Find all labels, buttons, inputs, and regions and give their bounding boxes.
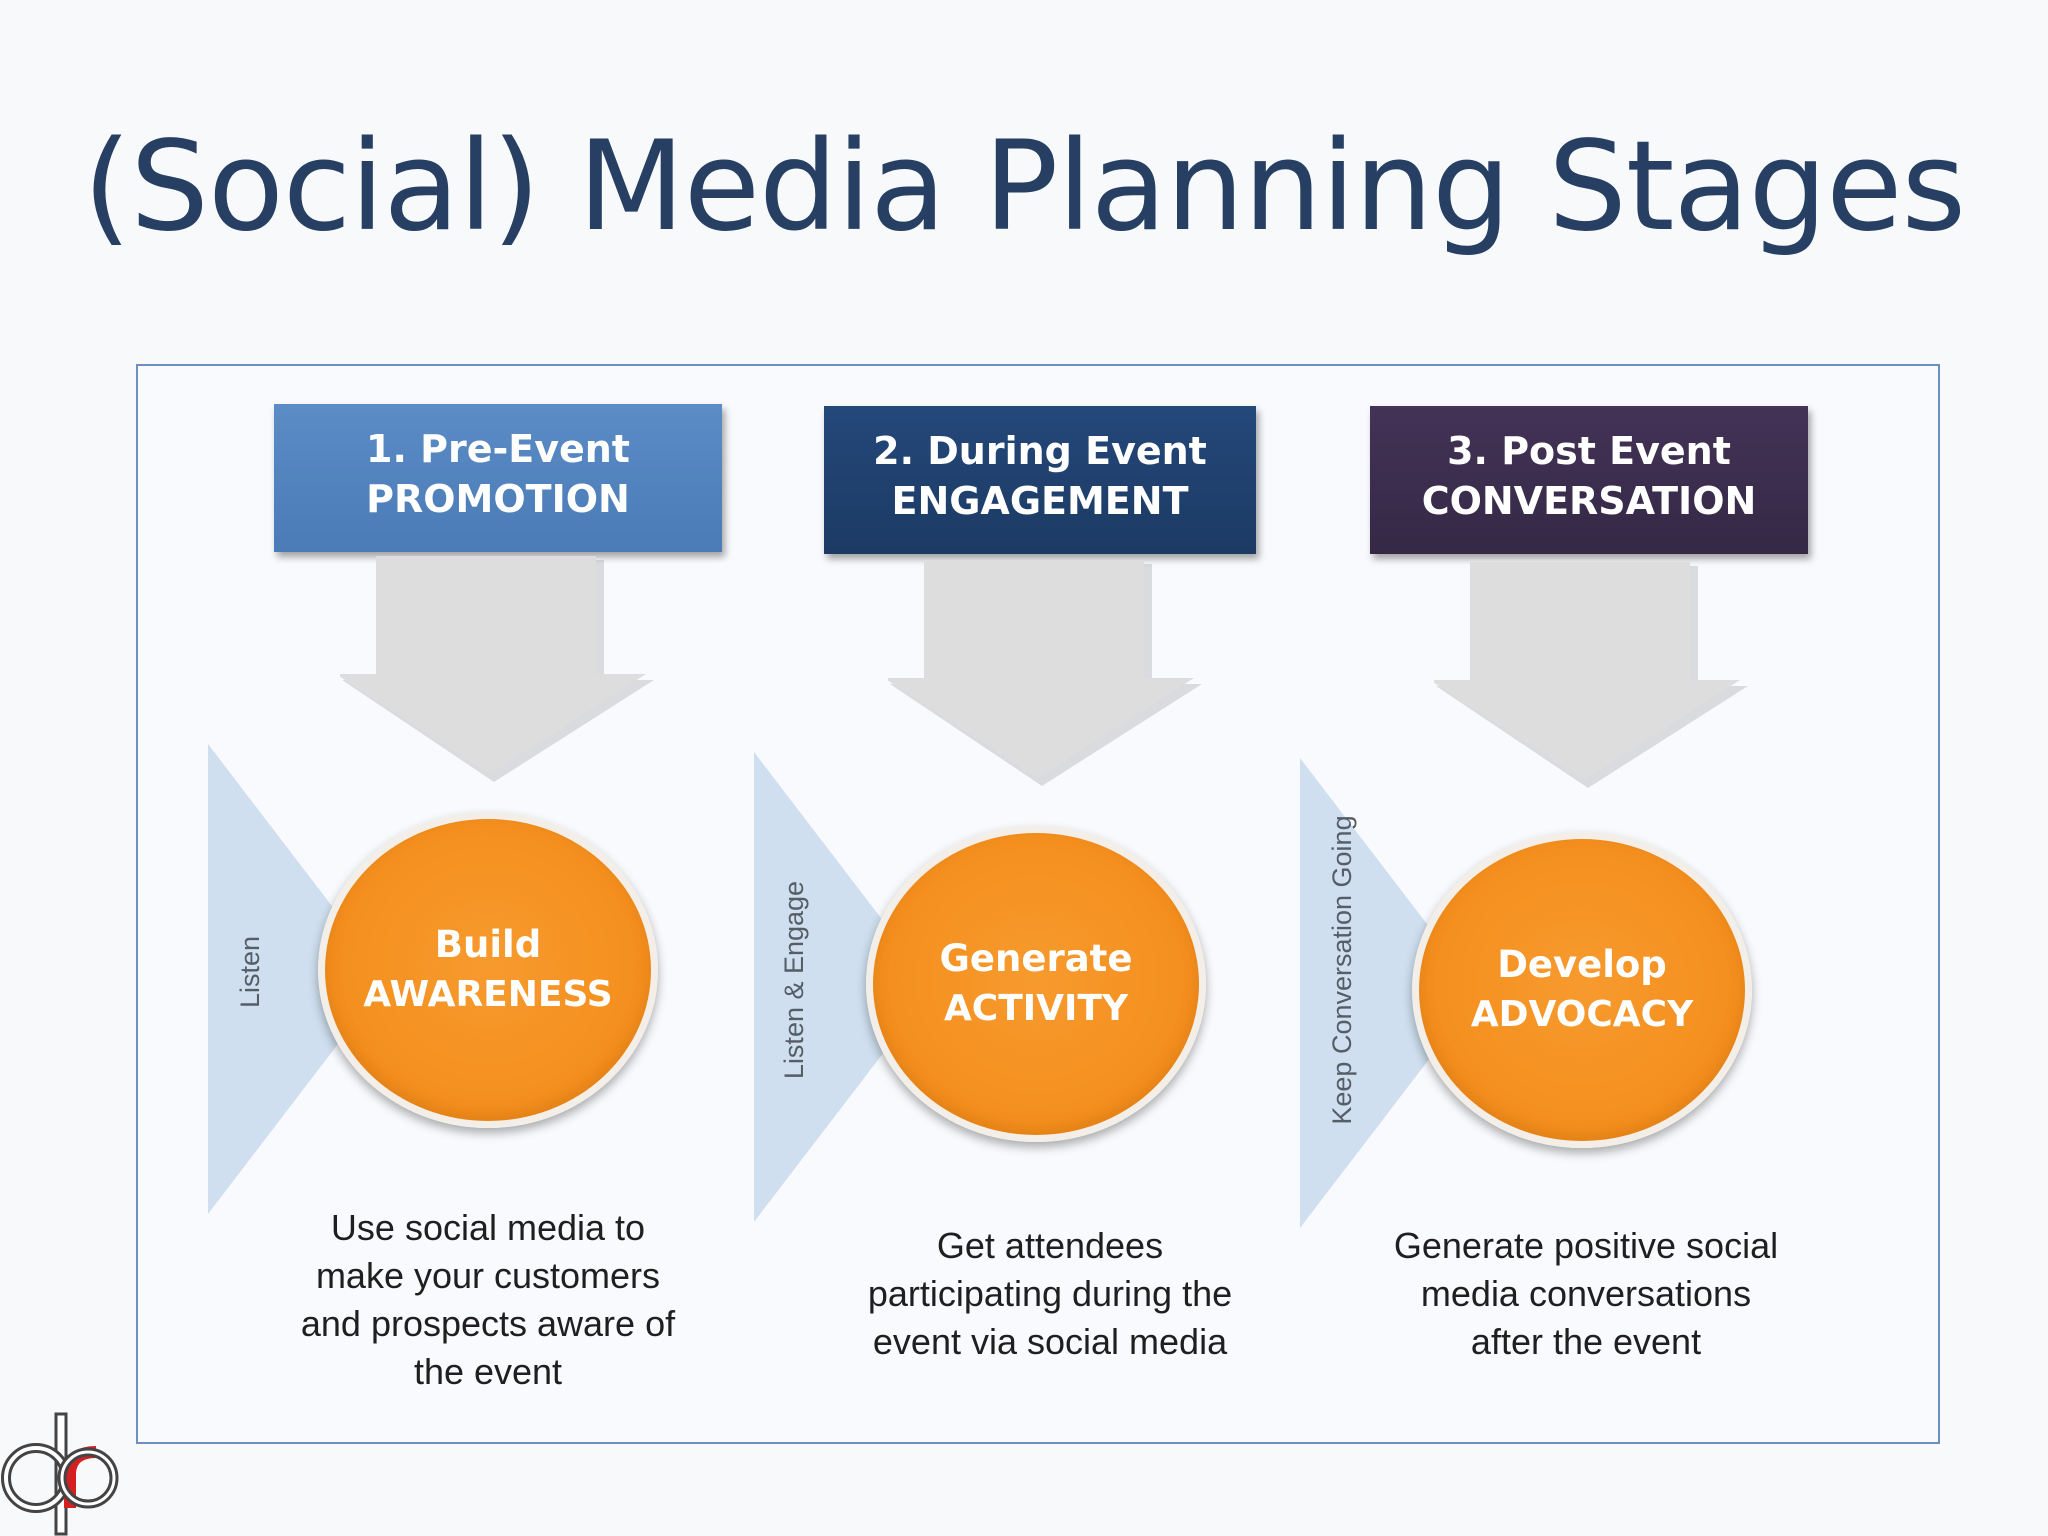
stage-1-circle-verb: Build — [434, 923, 542, 966]
stage-2-header-phase: ENGAGEMENT — [891, 479, 1189, 523]
stage-3-circle-goal: ADVOCACY — [1470, 994, 1694, 1035]
stage-2-description-line: participating during the — [867, 1273, 1233, 1314]
stage-2-description-line: event via social media — [872, 1321, 1228, 1362]
stage-2-circle: Generate ACTIVITY — [866, 826, 1206, 1142]
stage-1-description-line: make your customers — [315, 1255, 661, 1296]
stage-3-header-number: 3. Post Event — [1447, 429, 1731, 473]
stage-3-header: 3. Post Event CONVERSATION — [1370, 406, 1808, 554]
stage-2-down-arrow-icon — [888, 560, 1202, 786]
stage-1-down-arrow-icon — [340, 556, 654, 782]
stage-1-description-line: and prospects aware of — [300, 1303, 676, 1344]
stage-2-description: Get attendees participating during the e… — [820, 1222, 1280, 1366]
stage-3-description-line: after the event — [1470, 1321, 1702, 1362]
stage-2-header-number: 2. During Event — [873, 429, 1207, 473]
stage-2-side-triangle — [754, 752, 884, 1222]
dr-logo-icon — [1, 1412, 119, 1536]
stage-3-description-line: Generate positive social — [1393, 1225, 1779, 1266]
stage-3-header-phase: CONVERSATION — [1421, 479, 1757, 523]
stage-1-header: 1. Pre-Event PROMOTION — [274, 404, 722, 552]
stage-2-header: 2. During Event ENGAGEMENT — [824, 406, 1256, 554]
stage-1-header-number: 1. Pre-Event — [366, 427, 630, 471]
stage-3-circle-verb: Develop — [1497, 943, 1667, 986]
stage-3-description-line: media conversations — [1420, 1273, 1752, 1314]
stage-1-description-line: Use social media to — [330, 1207, 646, 1248]
stage-1-circle-goal: AWARENESS — [363, 974, 613, 1015]
stage-2-circle-verb: Generate — [939, 937, 1133, 980]
stage-3-down-arrow-icon — [1434, 562, 1748, 788]
slide-title: (Social) Media Planning Stages — [82, 115, 1966, 259]
stage-1-description-line: the event — [413, 1351, 563, 1392]
stage-1-header-phase: PROMOTION — [366, 477, 630, 521]
stage-2-description-line: Get attendees — [936, 1225, 1164, 1266]
stage-2-circle-goal: ACTIVITY — [943, 988, 1129, 1029]
diagram-frame: 1. Pre-Event PROMOTION Listen Build AWAR… — [136, 364, 1940, 1444]
stage-2-side-label: Listen & Engage — [779, 880, 809, 1080]
stage-3-side-triangle — [1300, 758, 1430, 1228]
stage-1-side-triangle — [208, 744, 338, 1214]
stage-1-description: Use social media to make your customers … — [258, 1204, 718, 1396]
stage-3-circle: Develop ADVOCACY — [1412, 832, 1752, 1148]
stage-3-side-label: Keep Conversation Going — [1327, 815, 1357, 1125]
stage-1-circle: Build AWARENESS — [318, 812, 658, 1128]
stage-1-side-label: Listen — [235, 935, 265, 1009]
stage-3-description: Generate positive social media conversat… — [1356, 1222, 1816, 1366]
